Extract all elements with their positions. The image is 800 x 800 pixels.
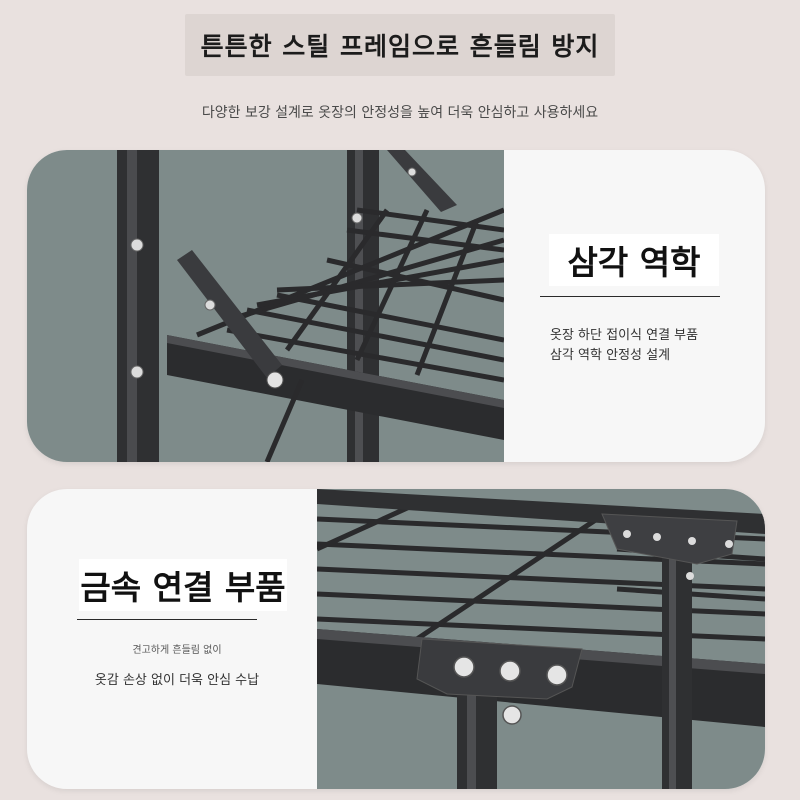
metal-connector-illustration <box>317 489 765 789</box>
feature-title: 금속 연결 부품 <box>79 559 287 611</box>
feature-description-line: 옷장 하단 접이식 연결 부품 <box>550 328 699 343</box>
subheadline: 다양한 보강 설계로 옷장의 안정성을 높여 더욱 안심하고 사용하세요 <box>201 105 599 121</box>
feature-card-metal-connector: 금속 연결 부품 견고하게 흔들림 없이 옷감 손상 없이 더욱 안심 수납 <box>27 489 765 789</box>
shelf-corner-photo <box>27 150 504 462</box>
title-divider <box>540 296 720 297</box>
shelf-bracket-illustration <box>27 150 504 462</box>
feature-description-line: 옷감 손상 없이 더욱 안심 수납 <box>94 673 260 688</box>
feature-description-line: 견고하게 흔들림 없이 <box>132 645 222 656</box>
feature-description-line: 삼각 역학 안정성 설계 <box>550 348 671 363</box>
headline-text: 튼튼한 스틸 프레임으로 흔들림 방지 <box>200 32 600 61</box>
headline-banner: 튼튼한 스틸 프레임으로 흔들림 방지 <box>185 14 615 76</box>
shelf-connector-photo <box>317 489 765 789</box>
title-divider <box>77 619 257 620</box>
feature-title: 삼각 역학 <box>549 234 719 286</box>
feature-card-triangle: 삼각 역학 옷장 하단 접이식 연결 부품 삼각 역학 안정성 설계 <box>27 150 765 462</box>
